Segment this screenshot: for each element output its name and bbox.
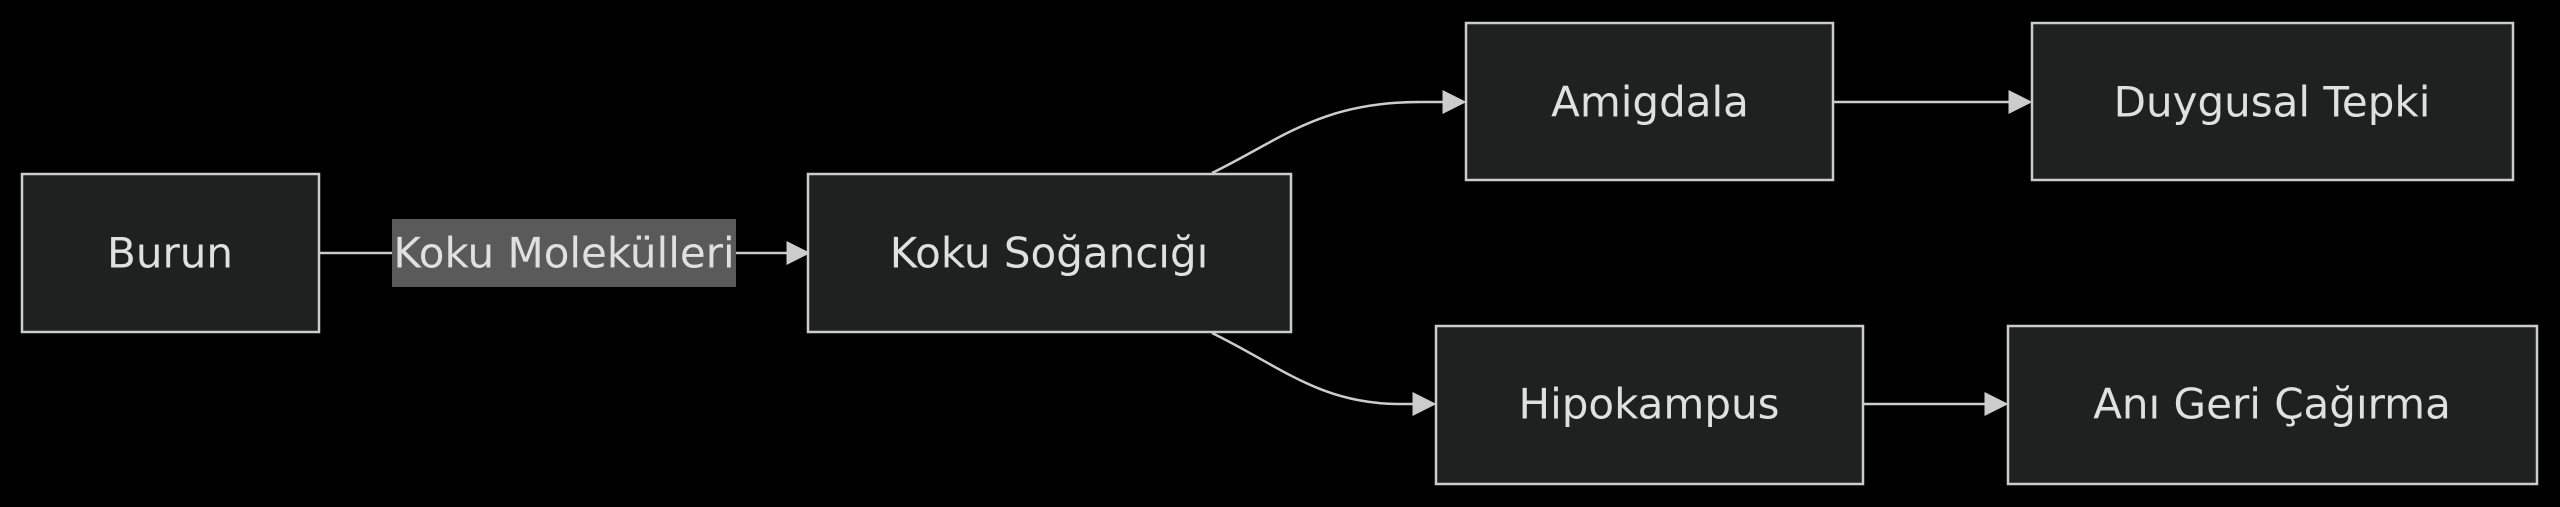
node-ani-geri-cagirma[interactable]: Anı Geri Çağırma bbox=[2006, 324, 2539, 486]
edge-koku-sogancigi-to-amigdala bbox=[1211, 90, 1467, 175]
node-duygusal-tepki[interactable]: Duygusal Tepki bbox=[2030, 21, 2515, 182]
node-burun[interactable]: Burun bbox=[20, 172, 321, 334]
edge-koku-sogancigi-to-hipokampus bbox=[1211, 331, 1437, 416]
edge-label-koku-molekulleri: Koku Molekülleri bbox=[392, 219, 736, 287]
node-label: Hipokampus bbox=[1518, 380, 1779, 429]
node-label: Amigdala bbox=[1551, 78, 1749, 127]
node-label: Burun bbox=[107, 229, 233, 278]
node-label: Koku Soğancığı bbox=[890, 229, 1209, 278]
node-box bbox=[806, 172, 1293, 334]
node-amigdala[interactable]: Amigdala bbox=[1464, 21, 1835, 182]
node-box bbox=[20, 172, 321, 334]
edge-label-text: Koku Molekülleri bbox=[393, 229, 734, 278]
node-hipokampus[interactable]: Hipokampus bbox=[1434, 324, 1865, 486]
node-box bbox=[2030, 21, 2515, 182]
edge-label-background bbox=[392, 219, 736, 287]
node-box bbox=[1464, 21, 1835, 182]
node-box bbox=[2006, 324, 2539, 486]
node-box bbox=[1434, 324, 1865, 486]
node-label: Anı Geri Çağırma bbox=[2093, 380, 2451, 429]
node-koku-sogancigi[interactable]: Koku Soğancığı bbox=[806, 172, 1293, 334]
node-label: Duygusal Tepki bbox=[2114, 78, 2431, 127]
